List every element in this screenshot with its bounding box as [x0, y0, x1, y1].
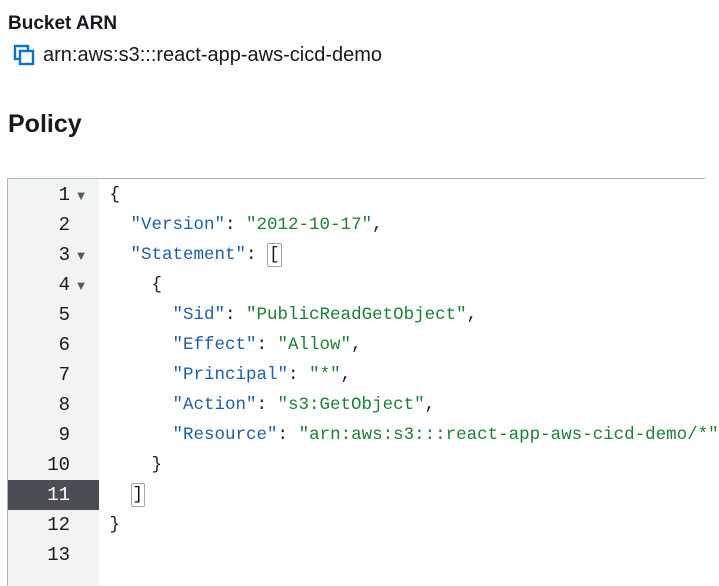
- line-number-cell: 13: [8, 540, 99, 570]
- json-punctuation: {: [151, 275, 163, 295]
- line-number: 13: [47, 544, 70, 566]
- code-line[interactable]: 4▼ {: [8, 270, 706, 300]
- line-number: 11: [47, 484, 70, 506]
- line-number: 4: [58, 274, 70, 296]
- code-line[interactable]: 11 ]: [8, 480, 706, 510]
- fold-arrow-icon[interactable]: ▼: [74, 187, 88, 203]
- line-number-cell: 7: [8, 360, 99, 390]
- code-text[interactable]: "Effect": "Allow",: [99, 335, 362, 355]
- line-number-cell: 12: [8, 510, 99, 540]
- code-line[interactable]: 8 "Action": "s3:GetObject",: [8, 390, 706, 420]
- fold-arrow-icon[interactable]: ▼: [74, 247, 88, 263]
- json-punctuation: ,: [466, 305, 478, 325]
- copy-icon[interactable]: [12, 43, 36, 67]
- line-number: 5: [58, 304, 70, 326]
- code-line[interactable]: 9 "Resource": "arn:aws:s3:::react-app-aw…: [8, 420, 719, 450]
- line-number-cell: 1▼: [8, 180, 99, 210]
- code-line[interactable]: 6 "Effect": "Allow",: [8, 330, 706, 360]
- code-line[interactable]: 3▼ "Statement": [: [8, 240, 706, 270]
- policy-code-editor[interactable]: 1▼ {2 "Version": "2012-10-17",3▼ "Statem…: [7, 178, 719, 586]
- line-number-cell: 10: [8, 450, 99, 480]
- json-punctuation: {: [109, 185, 121, 205]
- json-punctuation: ]: [130, 483, 146, 507]
- json-punctuation: :: [256, 395, 278, 415]
- json-punctuation: :: [277, 425, 299, 445]
- code-text[interactable]: "Principal": "*",: [99, 365, 352, 385]
- line-number: 10: [47, 454, 70, 476]
- line-number: 9: [58, 424, 70, 446]
- code-line[interactable]: 5 "Sid": "PublicReadGetObject",: [8, 300, 706, 330]
- line-number-cell: 8: [8, 390, 99, 420]
- line-number-cell: 5: [8, 300, 99, 330]
- line-number: 6: [58, 334, 70, 356]
- json-punctuation: }: [151, 455, 163, 475]
- bucket-arn-label: Bucket ARN: [8, 13, 118, 34]
- code-text[interactable]: }: [99, 515, 121, 535]
- line-number: 2: [58, 214, 70, 236]
- editor-gutter: [8, 179, 99, 586]
- code-text[interactable]: "Resource": "arn:aws:s3:::react-app-aws-…: [99, 425, 719, 445]
- code-line[interactable]: 13: [8, 540, 706, 570]
- code-text[interactable]: "Sid": "PublicReadGetObject",: [99, 305, 478, 325]
- json-punctuation: [: [267, 243, 282, 267]
- line-number-cell: 4▼: [8, 270, 99, 300]
- bucket-arn-row: arn:aws:s3:::react-app-aws-cicd-demo: [12, 43, 382, 67]
- json-key: "Version": [130, 215, 226, 235]
- code-line[interactable]: 2 "Version": "2012-10-17",: [8, 210, 706, 240]
- line-number: 7: [58, 364, 70, 386]
- code-text[interactable]: }: [99, 455, 163, 475]
- json-punctuation: ,: [372, 215, 383, 235]
- code-line[interactable]: 1▼ {: [8, 180, 706, 210]
- code-line[interactable]: 10 }: [8, 450, 706, 480]
- json-key: "Resource": [172, 425, 278, 445]
- code-text[interactable]: ]: [99, 483, 146, 507]
- json-punctuation: ,: [340, 365, 352, 385]
- json-punctuation: :: [225, 215, 247, 235]
- code-text[interactable]: {: [99, 275, 163, 295]
- bucket-arn-value: arn:aws:s3:::react-app-aws-cicd-demo: [43, 43, 383, 66]
- line-number: 8: [58, 394, 70, 416]
- json-punctuation: :: [225, 305, 247, 325]
- json-punctuation: }: [109, 515, 121, 535]
- code-text[interactable]: [99, 545, 110, 565]
- json-key: "Action": [172, 395, 257, 415]
- json-key: "Effect": [172, 335, 257, 355]
- policy-heading: Policy: [8, 110, 82, 138]
- line-number-cell: 11: [8, 480, 99, 510]
- line-number-cell: 9: [8, 420, 99, 450]
- line-number-cell: 2: [8, 210, 99, 240]
- line-number: 12: [47, 514, 70, 536]
- json-string: "*": [309, 365, 341, 385]
- code-text[interactable]: "Version": "2012-10-17",: [99, 215, 383, 235]
- code-line[interactable]: 12 }: [8, 510, 706, 540]
- json-key: "Sid": [172, 305, 226, 325]
- json-punctuation: ,: [424, 395, 436, 415]
- json-punctuation: :: [256, 335, 278, 355]
- json-punctuation: :: [288, 365, 310, 385]
- line-number: 1: [58, 184, 70, 206]
- line-number-cell: 3▼: [8, 240, 99, 270]
- json-string: "PublicReadGetObject": [246, 305, 467, 325]
- code-line[interactable]: 7 "Principal": "*",: [8, 360, 706, 390]
- json-key: "Principal": [172, 365, 289, 385]
- line-number: 3: [58, 244, 70, 266]
- json-key: "Statement": [130, 245, 247, 265]
- json-punctuation: ,: [351, 335, 362, 355]
- json-string: "s3:GetObject": [277, 395, 425, 415]
- code-text[interactable]: "Action": "s3:GetObject",: [99, 395, 436, 415]
- json-string: "2012-10-17": [246, 215, 373, 235]
- json-string: "Allow": [277, 335, 352, 355]
- code-text[interactable]: "Statement": [: [99, 243, 282, 267]
- json-string: "arn:aws:s3:::react-app-aws-cicd-demo/*": [298, 425, 719, 445]
- line-number-cell: 6: [8, 330, 99, 360]
- json-punctuation: :: [246, 245, 268, 265]
- code-text[interactable]: {: [99, 185, 121, 205]
- fold-arrow-icon[interactable]: ▼: [74, 277, 88, 293]
